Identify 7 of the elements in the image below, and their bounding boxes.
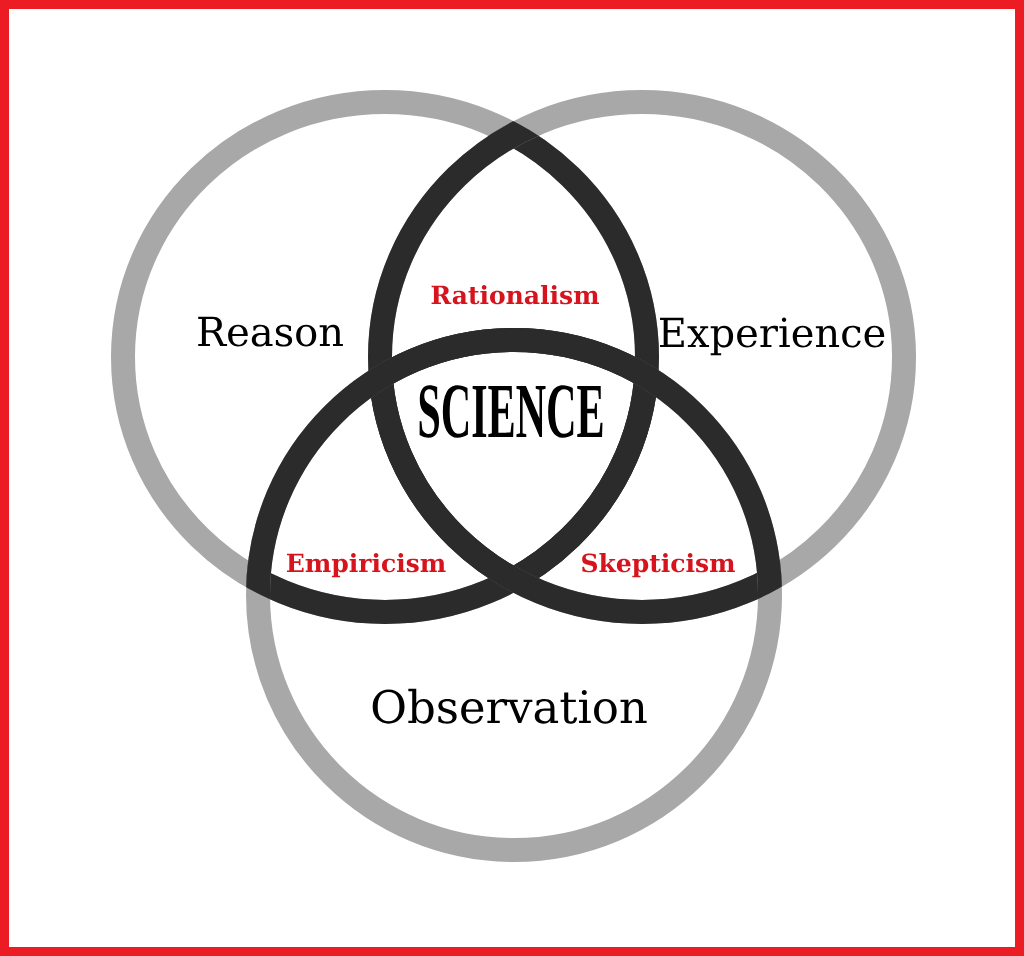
region-label: Skepticism: [582, 553, 735, 578]
region-label: Empiricism: [287, 553, 446, 578]
circle-label: Experience: [660, 317, 885, 356]
circle-label: Reason: [198, 316, 343, 347]
region-label: Rationalism: [431, 285, 599, 305]
center-label: SCIENCE: [419, 385, 603, 438]
circle-label: Observation: [372, 688, 647, 724]
